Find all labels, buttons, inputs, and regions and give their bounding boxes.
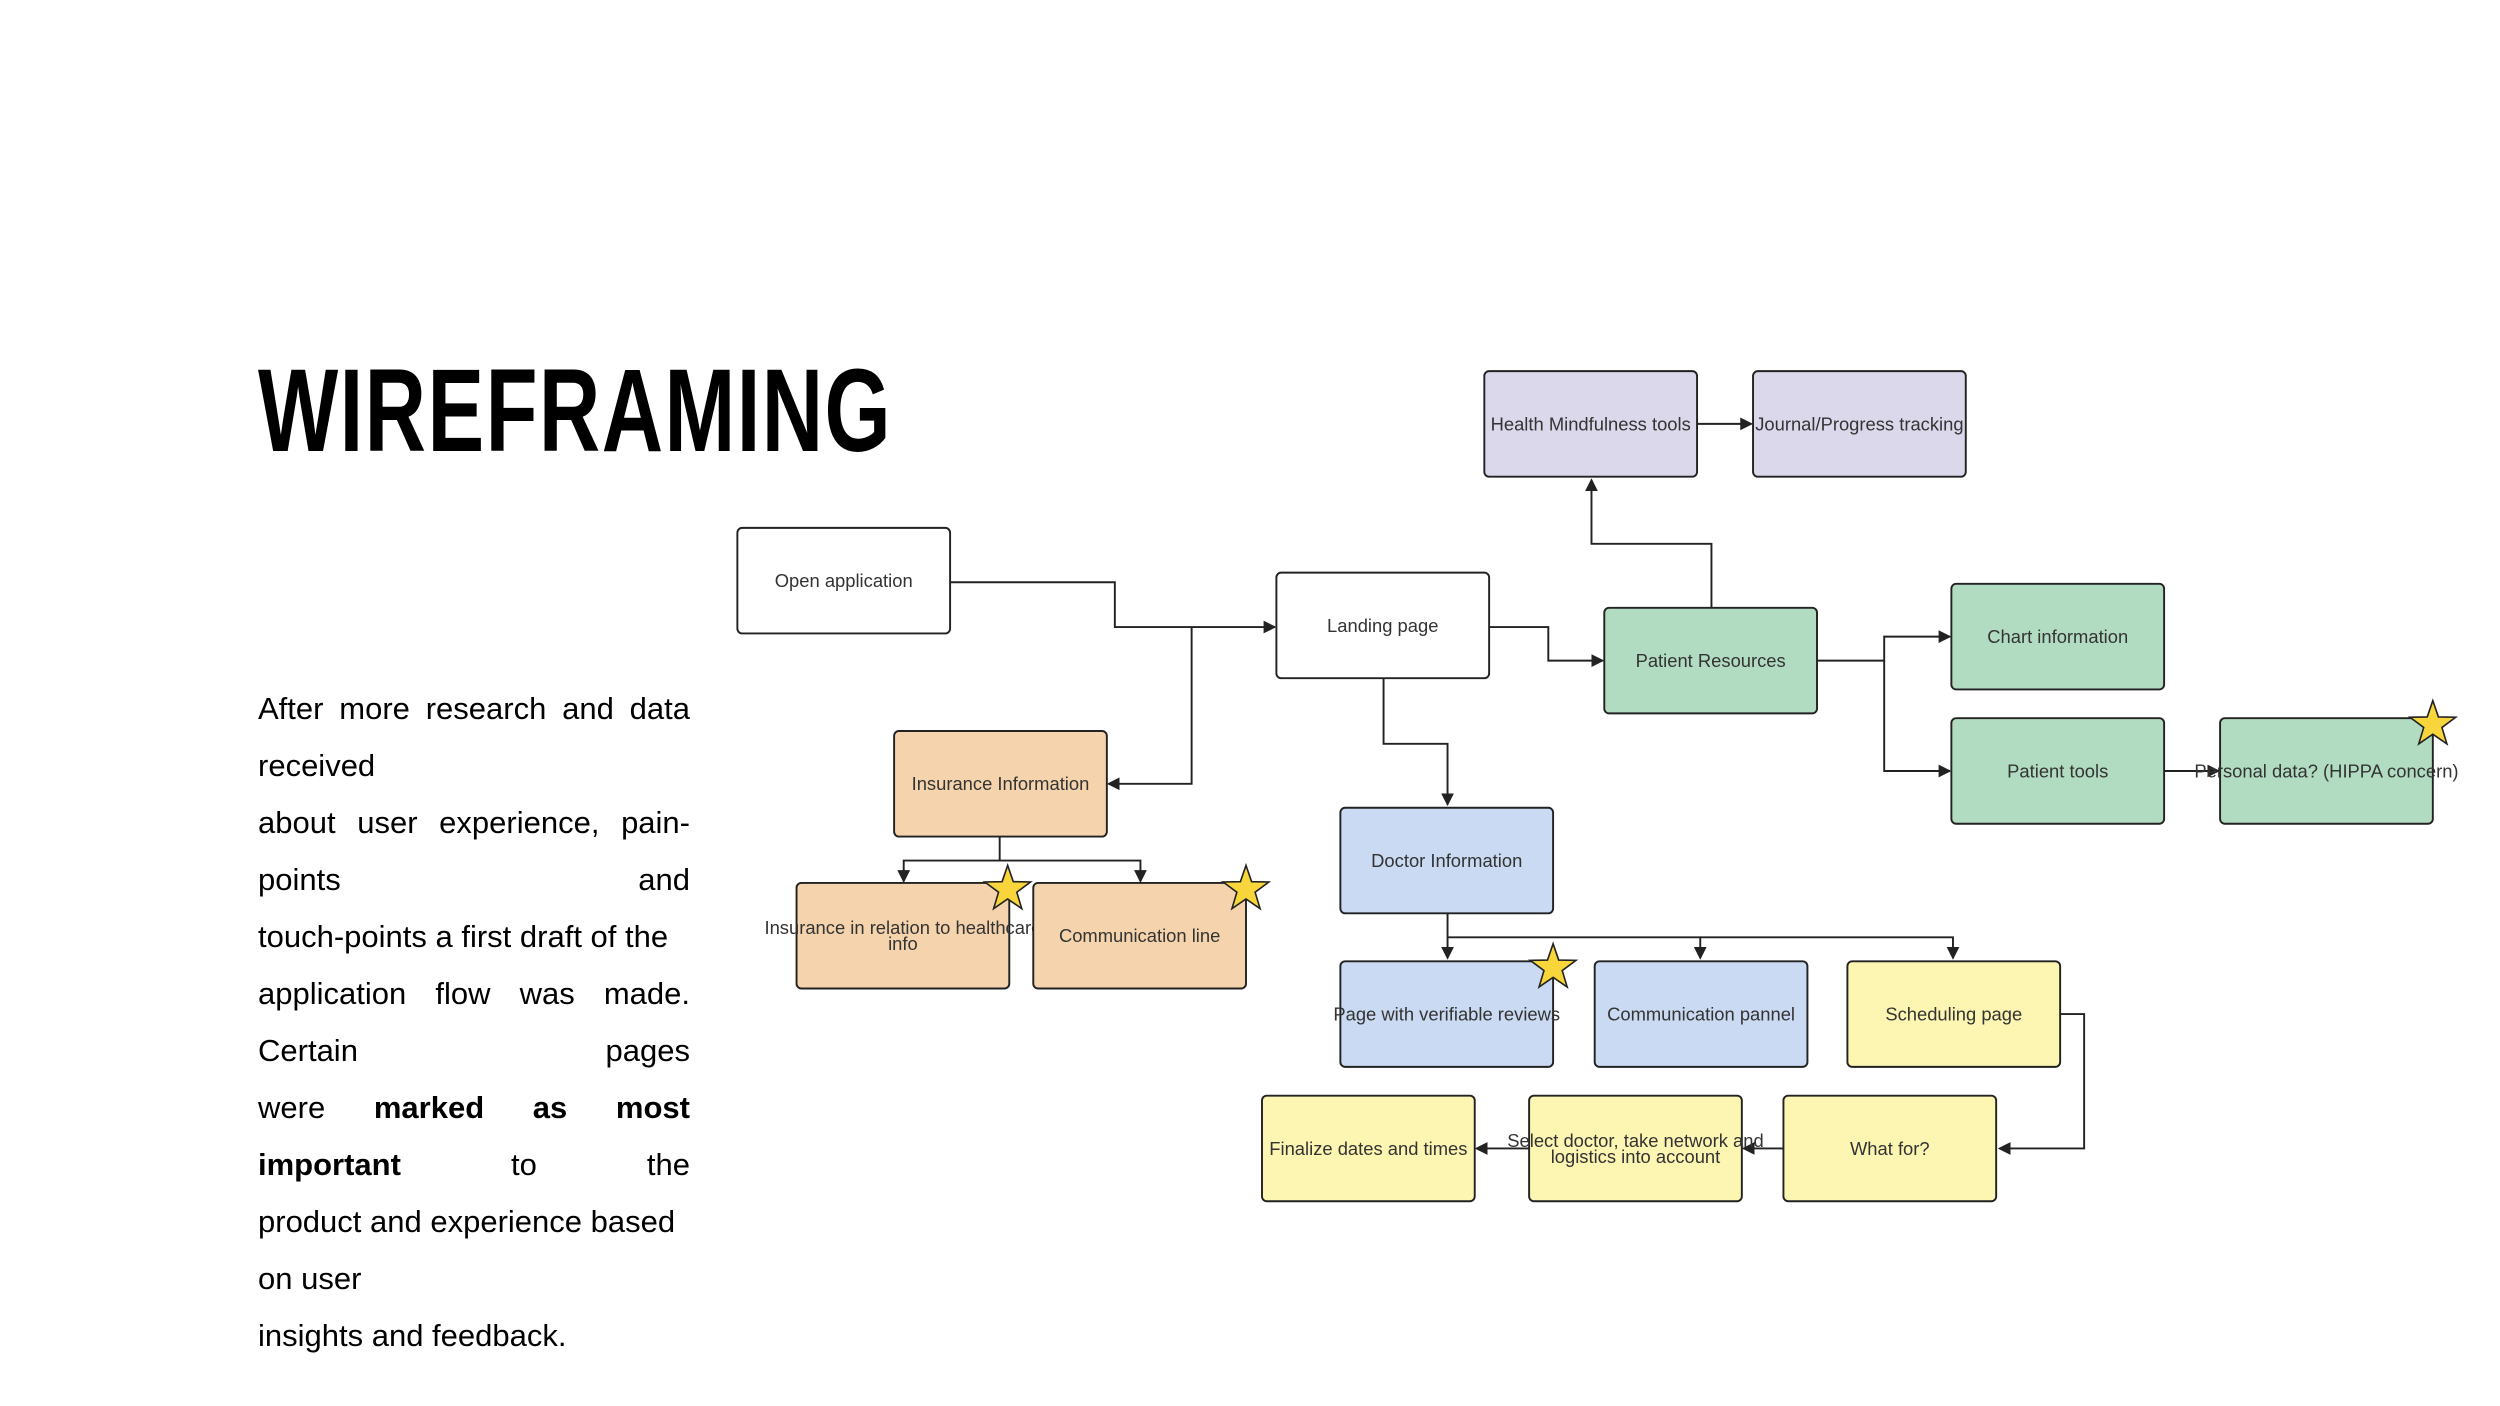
connector-resources-to-chart xyxy=(1817,630,1952,662)
node-patient-resources: Patient Resources xyxy=(1603,606,1818,715)
connector-doctor-to-scheduling xyxy=(1700,936,1960,960)
node-label: Personal data? (HIPPA concern) xyxy=(2194,760,2458,781)
page-title: WIREFRAMING xyxy=(258,345,893,477)
description-line: were marked as most important to the xyxy=(258,1079,690,1193)
node-finalize-dates: Finalize dates and times xyxy=(1261,1094,1476,1203)
description-text: to the xyxy=(400,1147,690,1182)
description-line: product and experience based on user xyxy=(258,1204,676,1296)
node-label: logistics into account xyxy=(1551,1146,1721,1167)
connector-insurance-to-healthcare xyxy=(897,836,1001,883)
node-open-application: Open application xyxy=(736,526,952,635)
connector-landing-to-insurance xyxy=(1106,627,1193,791)
connector-doctor-to-pannel xyxy=(1447,936,1707,960)
connector-resources-to-tools xyxy=(1883,660,1952,778)
node-label: Chart information xyxy=(1987,626,2128,647)
description-line: touch-points a first draft of the xyxy=(258,919,669,954)
node-label: Insurance Information xyxy=(912,773,1090,794)
star-icon xyxy=(2407,698,2459,746)
connector-insurance-to-communication xyxy=(999,859,1147,883)
star-icon xyxy=(1220,862,1272,911)
node-label: Health Mindfulness tools xyxy=(1491,413,1691,434)
node-health-mindfulness: Health Mindfulness tools xyxy=(1483,370,1699,478)
node-label: Open application xyxy=(775,570,913,591)
node-personal-data: Personal data? (HIPPA concern) xyxy=(2194,717,2459,825)
description-line: insights and feedback. xyxy=(258,1318,567,1353)
description-line: application flow was made. Certain pages xyxy=(258,976,690,1068)
node-label: Patient tools xyxy=(2007,760,2108,781)
description-emphasis: marked as most important xyxy=(258,1090,690,1182)
node-communication-pannel: Communication pannel xyxy=(1593,960,1809,1068)
node-label: Insurance in relation to healthcare xyxy=(764,917,1041,938)
node-journal-progress: Journal/Progress tracking xyxy=(1752,370,1967,478)
node-scheduling-page: Scheduling page xyxy=(1846,960,2062,1068)
node-label: Communication line xyxy=(1059,925,1220,946)
node-verifiable-reviews: Page with verifiable reviews xyxy=(1333,960,1560,1068)
star-icon xyxy=(1527,941,1579,990)
connector-landing-to-resources xyxy=(1489,626,1605,668)
node-select-doctor: Select doctor, take network and logistic… xyxy=(1507,1094,1764,1203)
node-label: Scheduling page xyxy=(1885,1003,2022,1024)
description-text: were xyxy=(258,1090,374,1125)
node-label: Page with verifiable reviews xyxy=(1333,1003,1560,1024)
connector-landing-to-doctor xyxy=(1382,678,1454,807)
node-label: info xyxy=(888,933,918,954)
node-communication-line: Communication line xyxy=(1032,881,1247,990)
connectors xyxy=(897,417,2221,1155)
description-line: After more research and data received xyxy=(258,691,690,783)
node-label: Doctor Information xyxy=(1371,850,1522,871)
connector-open-to-landing xyxy=(950,581,1277,634)
node-label: What for? xyxy=(1850,1138,1930,1159)
node-label: Journal/Progress tracking xyxy=(1755,413,1963,434)
node-label: Finalize dates and times xyxy=(1269,1138,1467,1159)
connector-resources-to-health xyxy=(1585,478,1713,608)
description-paragraph: After more research and data received ab… xyxy=(258,680,690,1364)
star-icon xyxy=(982,862,1033,911)
description-line: about user experience, pain-points and xyxy=(258,805,690,897)
node-insurance-healthcare: Insurance in relation to healthcare info xyxy=(764,881,1041,990)
node-label: Communication pannel xyxy=(1607,1003,1795,1024)
node-label: Patient Resources xyxy=(1636,650,1786,671)
node-label: Select doctor, take network and xyxy=(1507,1130,1763,1151)
node-label: Landing page xyxy=(1327,615,1438,636)
node-patient-tools: Patient tools xyxy=(1950,717,2166,825)
connector-scheduling-to-whatfor xyxy=(1997,1013,2086,1155)
node-landing-page: Landing page xyxy=(1275,571,1491,680)
node-what-for: What for? xyxy=(1782,1094,1998,1203)
node-chart-information: Chart information xyxy=(1950,582,2166,691)
node-doctor-information: Doctor Information xyxy=(1339,806,1555,915)
node-insurance-information: Insurance Information xyxy=(893,730,1108,838)
